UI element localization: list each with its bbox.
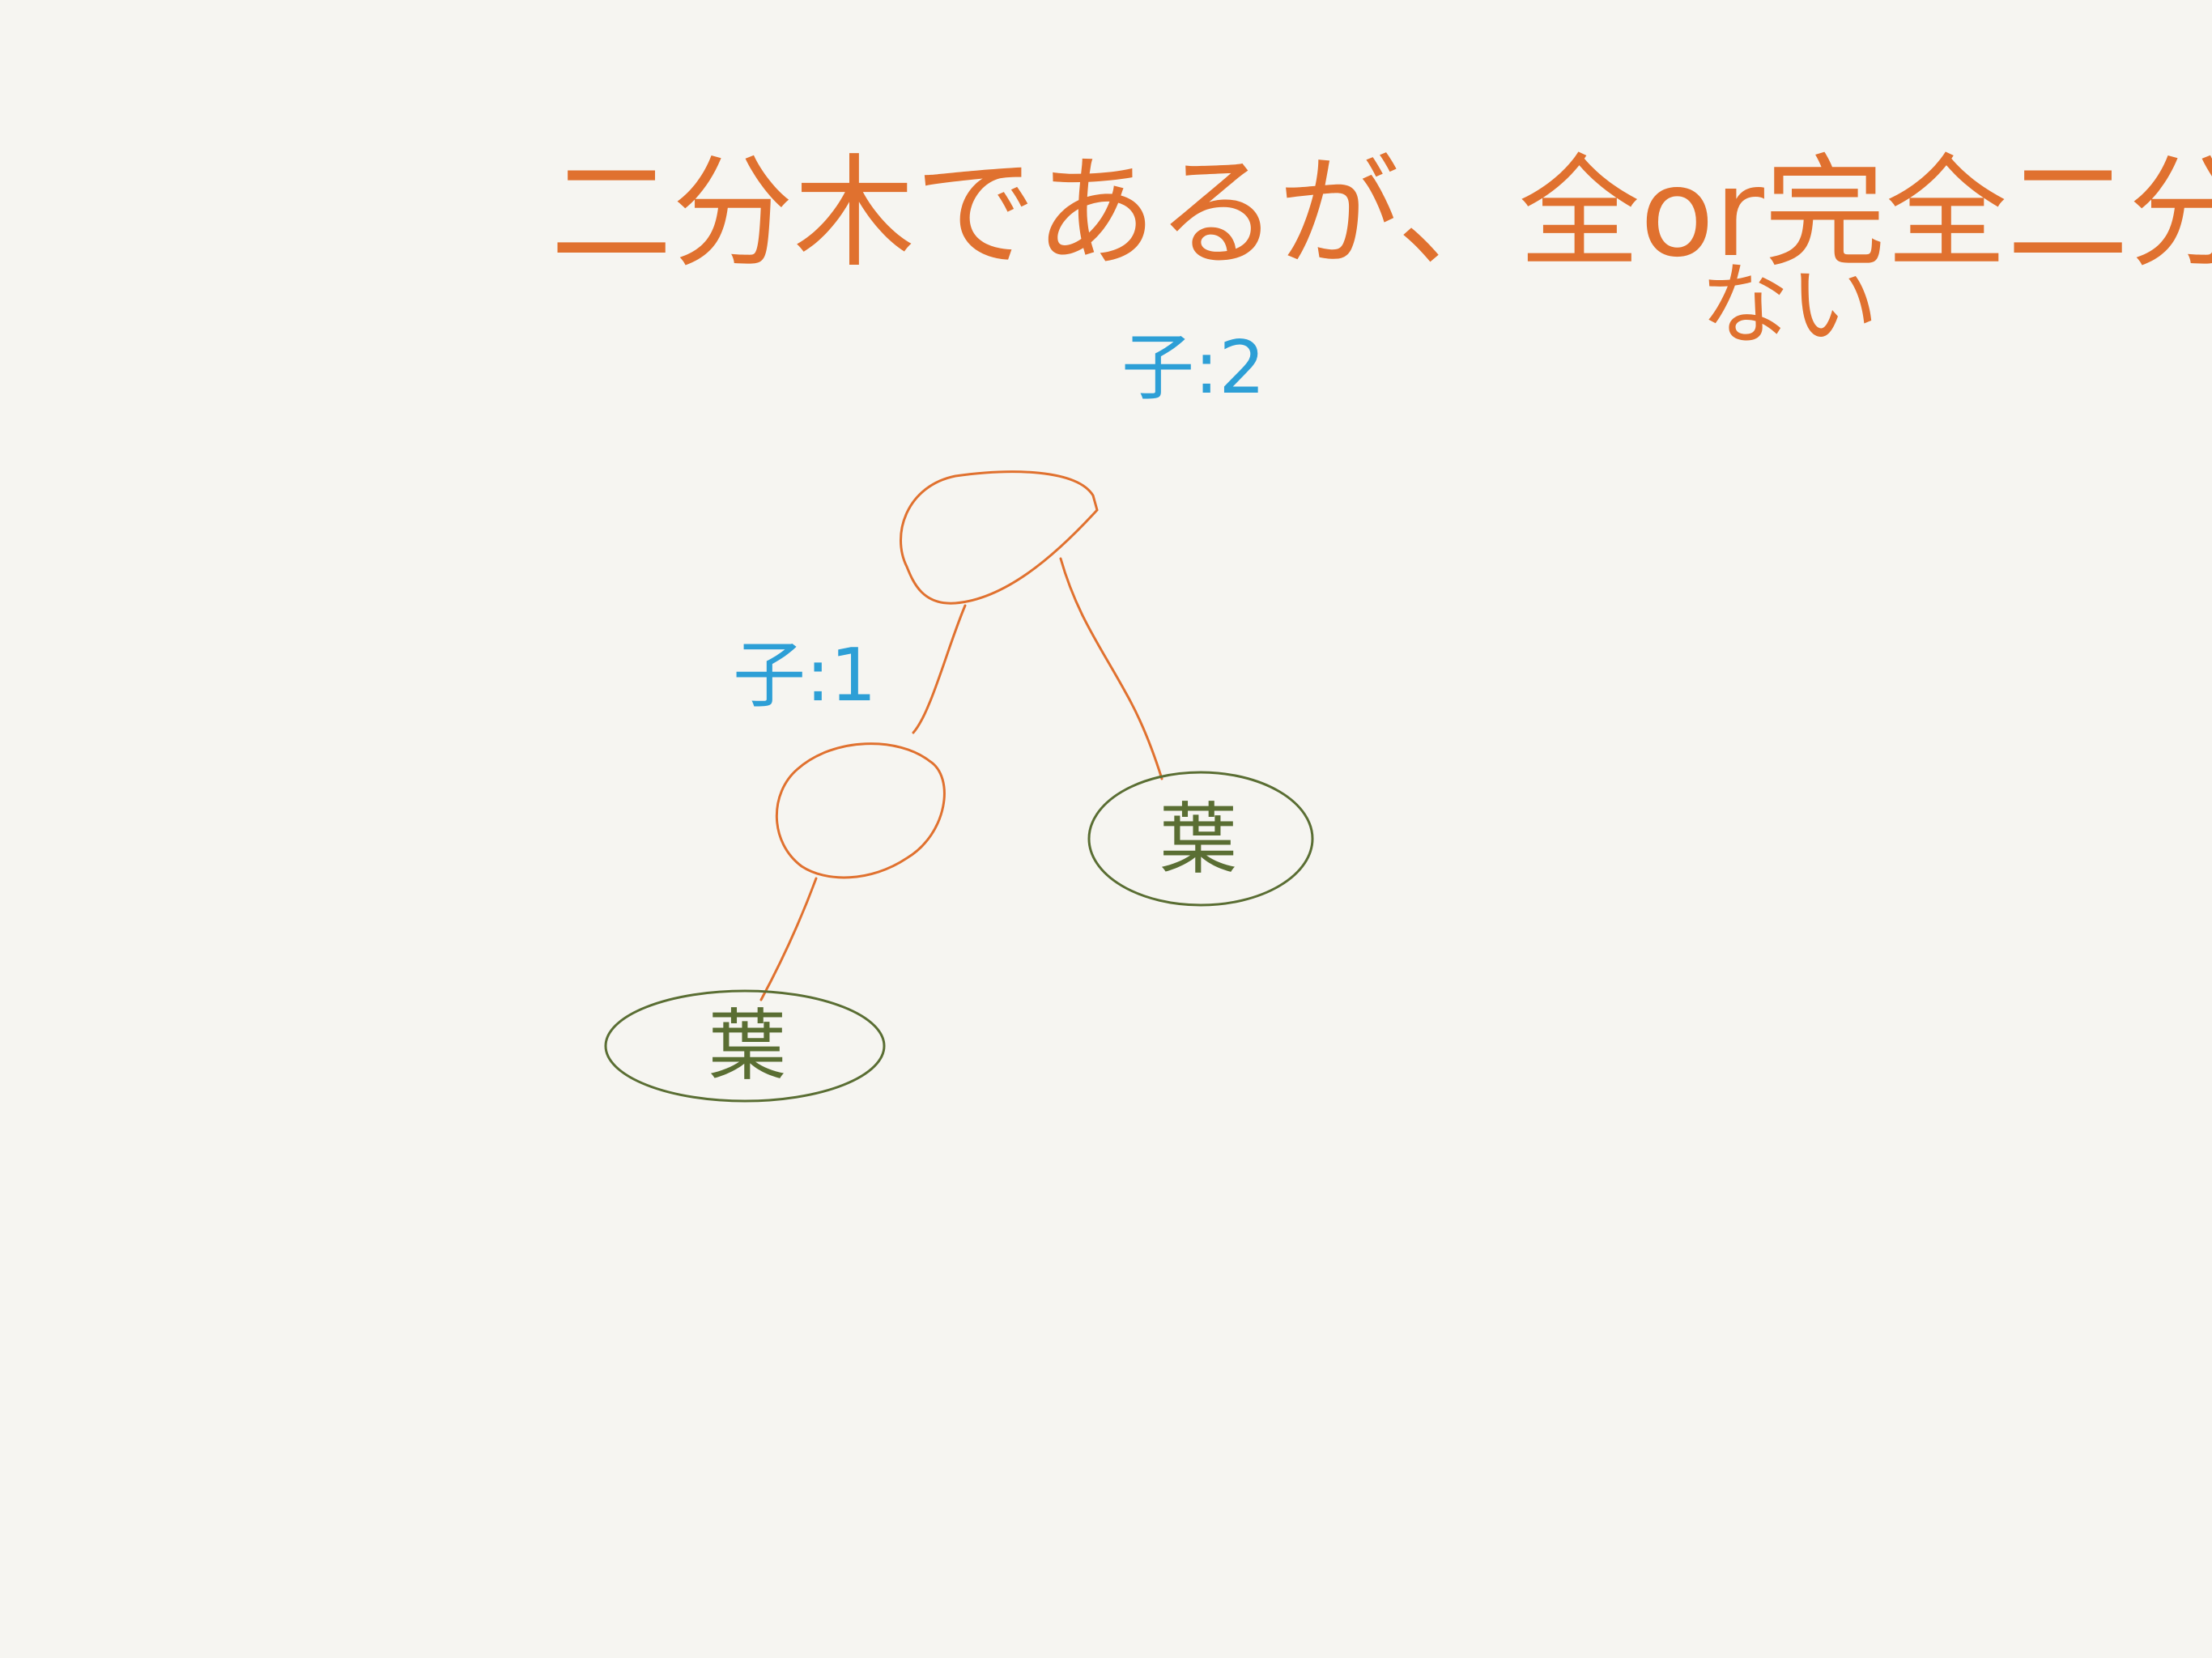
right-leaf-label: 葉: [1159, 794, 1237, 885]
edge-root-right: [1059, 557, 1163, 780]
left-leaf-node: [604, 989, 886, 1103]
note-line-2: ない: [1700, 253, 1878, 357]
right-leaf-node: [1087, 771, 1314, 907]
left-node-children-label: 子:1: [733, 633, 877, 718]
root-children-label: 子:2: [1121, 325, 1266, 410]
note-line-1: 二分木であるが、全or完全二分木でな: [551, 143, 2212, 284]
edge-left-leaf: [759, 877, 818, 1001]
left-leaf-label: 葉: [708, 1001, 786, 1091]
left-internal-node: [775, 742, 946, 879]
root-node: [900, 470, 1099, 605]
edge-root-left: [912, 604, 967, 734]
